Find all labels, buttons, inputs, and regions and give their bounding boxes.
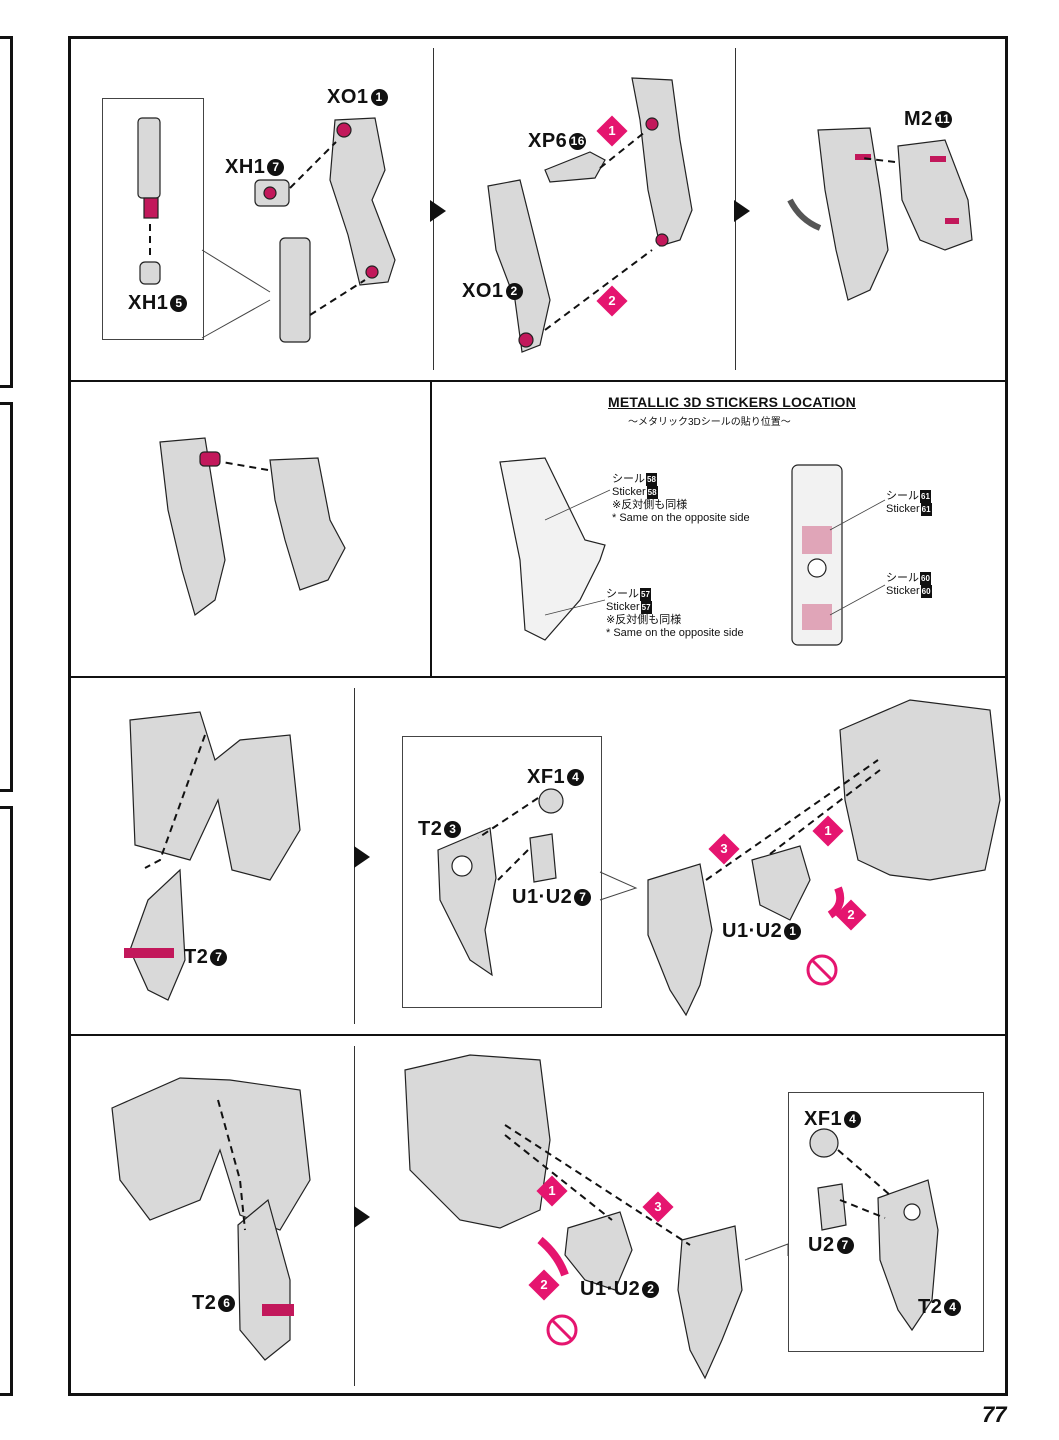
next-arrow-icon — [354, 1206, 370, 1228]
s3-part-u1u2-small — [529, 833, 557, 883]
s4-part-body-mid — [404, 1054, 551, 1229]
s4-rotate-arrow-icon — [537, 1236, 569, 1277]
s2-part-white-arm — [499, 457, 606, 641]
s4-part-xf1 — [809, 1128, 839, 1158]
edge-tab-bottom — [0, 806, 13, 1396]
s1-part-xo1-b-left — [487, 179, 551, 353]
next-arrow-icon — [734, 200, 750, 222]
s1-part-arm — [817, 127, 889, 301]
next-arrow-icon — [430, 200, 446, 222]
page-number: 77 — [982, 1402, 1007, 1427]
s1-inset-cap — [139, 261, 161, 285]
s2-part-column — [791, 464, 843, 646]
step-badge-s4-3: 3 — [642, 1191, 674, 1223]
stickers-location-title: METALLIC 3D STICKERS LOCATION — [608, 394, 856, 410]
s3-part-t2-big — [647, 863, 713, 1017]
s4-no-glue-icon — [546, 1314, 578, 1346]
divider-2 — [70, 676, 1006, 678]
next-arrow-icon — [354, 846, 370, 868]
divider-1 — [70, 380, 1006, 382]
s3-no-glue-icon — [806, 954, 838, 986]
divider-3 — [70, 1034, 1006, 1036]
s3-part-body-left — [129, 711, 301, 881]
s3-part-u1u2-big — [751, 845, 811, 921]
s4-part-t2-4 — [877, 1179, 939, 1332]
s1-inset-pin — [143, 197, 159, 219]
step-badge-s4-1: 1 — [536, 1175, 568, 1207]
s4-part-body-left — [111, 1077, 311, 1231]
s1-part-xp6 — [544, 151, 606, 183]
divider-s2 — [430, 382, 432, 676]
s3-part-xf1 — [538, 788, 564, 814]
s2-part-arm-right — [269, 457, 346, 591]
s4-part-t2-big — [677, 1225, 743, 1380]
s1-part-xo1-a — [329, 117, 396, 286]
s3-rotate-arrow-icon — [827, 886, 845, 919]
s4-part-t2-6 — [237, 1198, 291, 1361]
stickers-location-subtitle: ～メタリック3Dシールの貼り位置～ — [628, 417, 791, 428]
s1-part-shaft — [279, 237, 311, 343]
s4-part-u1u2-2 — [564, 1211, 633, 1291]
step-badge-s4-2: 2 — [528, 1269, 560, 1301]
s3-part-body-right — [839, 699, 1001, 881]
edge-tab-middle — [0, 402, 13, 792]
edge-tab-top — [0, 36, 13, 388]
s4-part-u2-7 — [817, 1183, 847, 1231]
